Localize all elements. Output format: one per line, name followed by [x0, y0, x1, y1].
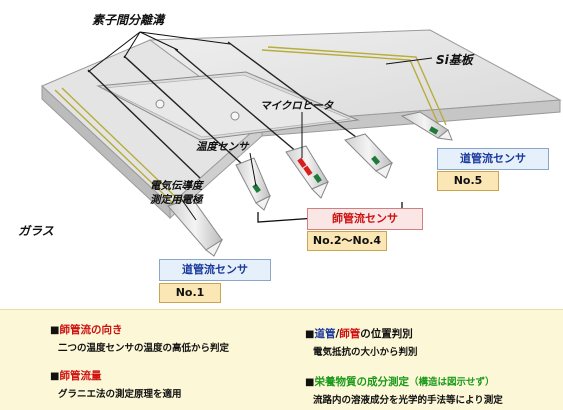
bullet: ■	[305, 329, 315, 340]
slash: /	[335, 328, 340, 340]
leader-lines	[87, 31, 433, 221]
si-substrate-label: Si基板	[436, 53, 475, 67]
nutrient-desc: 流路内の溶液成分を光学的手法等により測定	[313, 395, 503, 406]
probe-4	[344, 133, 393, 179]
bullet: ■	[305, 377, 315, 388]
electrode-label-1: 電気伝導度	[150, 179, 205, 192]
bullet: ■	[50, 325, 60, 336]
nutrient-note: （構造は図示せず）	[408, 377, 495, 388]
temp-sensor-label: 温度センサ	[196, 140, 250, 153]
isolation-groove-label: 素子間分離溝	[92, 13, 166, 27]
phloem-direction-desc: 二つの温度センサの温度の高低から判定	[58, 343, 230, 354]
isolation-grooves	[87, 41, 361, 179]
electrode-label-2: 測定用電極	[150, 193, 204, 206]
phloem-word: 師管	[339, 328, 361, 340]
xylem-sensor-right-box: 道管流センサ	[437, 148, 549, 170]
phloem-flow-title: 師管流量	[59, 370, 102, 382]
info-item-phloem-direction: ■師管流の向き 二つの温度センサの温度の高低から判定	[50, 322, 229, 354]
xylem-sensor-left-number: No.1	[159, 283, 221, 303]
sensor-marks	[252, 126, 439, 193]
xylem-sensor-left-box: 道管流センサ	[159, 259, 271, 281]
info-item-position: ■道管/師管の位置判別 電気抵抗の大小から判別	[305, 326, 418, 358]
phloem-direction-title: 師管流の向き	[59, 324, 123, 336]
nutrient-title: 栄養物質の成分測定	[314, 376, 409, 388]
glass-label: ガラス	[18, 224, 54, 238]
info-item-nutrient: ■栄養物質の成分測定（構造は図示せず） 流路内の溶液成分を光学的手法等により測定	[305, 374, 503, 406]
probe-2	[235, 157, 271, 211]
info-item-phloem-flow: ■師管流量 グラニエ法の測定原理を適用	[50, 368, 182, 400]
bullet: ■	[50, 371, 60, 382]
phloem-sensor-box: 師管流センサ	[307, 208, 423, 230]
xylem-word: 道管	[314, 328, 336, 340]
info-panel: ■師管流の向き 二つの温度センサの温度の高低から判定 ■師管流量 グラニエ法の測…	[0, 309, 563, 410]
micro-heater-label: マイクロヒータ	[260, 100, 335, 112]
probe-left	[167, 197, 224, 257]
sensor-diagram: 素子間分離溝 Si基板 マイクロヒータ 温度センサ 電気伝導度 測定用電極 ガラ…	[18, 13, 562, 257]
cavity	[96, 71, 360, 141]
phloem-sensor-number: No.2〜No.4	[307, 231, 387, 251]
position-desc: 電気抵抗の大小から判別	[313, 347, 418, 358]
phloem-flow-desc: グラニエ法の測定原理を適用	[58, 389, 182, 400]
position-rest: の位置判別	[360, 328, 413, 340]
xylem-sensor-right-number: No.5	[437, 171, 499, 191]
